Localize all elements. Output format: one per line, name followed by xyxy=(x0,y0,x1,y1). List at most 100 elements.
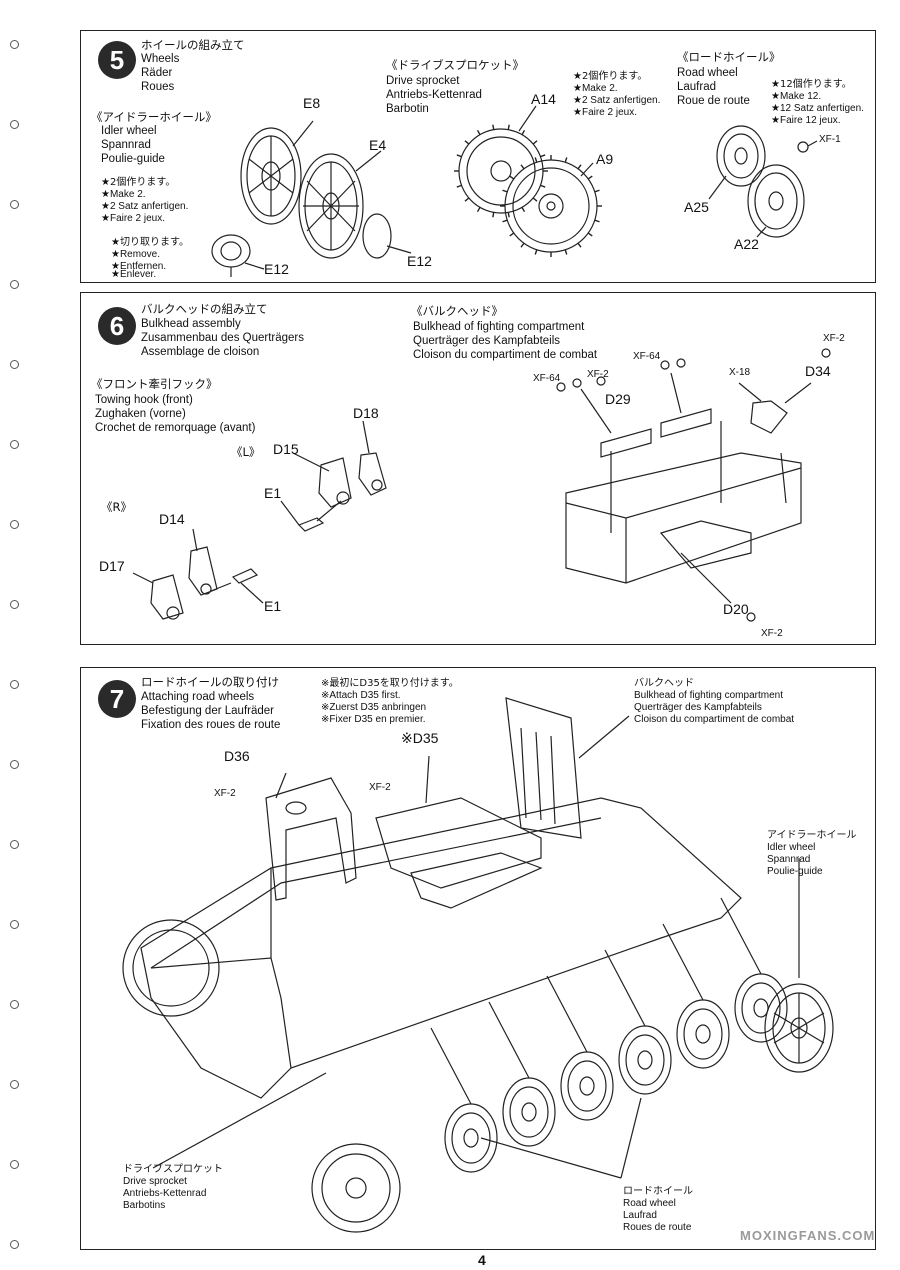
bulkhead-label: バルクヘッド xyxy=(634,678,694,689)
binder-hole xyxy=(10,760,19,769)
idler-label: Spannrad xyxy=(767,854,811,865)
d35-note: ※最初にD35を取り付けます。 xyxy=(321,678,459,689)
part-label: E12 xyxy=(407,253,432,269)
part-label: D29 xyxy=(605,391,631,407)
idler-make-note: ★Faire 2 jeux. xyxy=(101,213,165,224)
watermark: MOXINGFANS.COM xyxy=(740,1228,876,1243)
roadwheel-fr: Roue de route xyxy=(677,95,750,107)
roadwheel-make-note: ★Make 12. xyxy=(771,91,822,102)
step-7-illustration xyxy=(122,697,834,1233)
binder-hole xyxy=(10,1160,19,1169)
binder-hole xyxy=(10,680,19,689)
sprocket-make-note: ★2 Satz anfertigen. xyxy=(573,95,661,106)
binder-hole xyxy=(10,920,19,929)
sprocket-make-note: ★Make 2. xyxy=(573,83,618,94)
step-5-panel: 5 ホイールの組み立て Wheels Räder Roues 《アイドラーホイー… xyxy=(80,30,876,283)
part-label: E12 xyxy=(264,261,289,277)
paint-label: XF-1 xyxy=(819,134,841,145)
part-label: D36 xyxy=(224,748,250,764)
binder-holes xyxy=(0,0,30,1270)
bulkhead-en: Bulkhead of fighting compartment xyxy=(413,321,585,333)
step-number: 5 xyxy=(98,41,136,79)
paint-label: XF-2 xyxy=(761,628,783,639)
step-number: 7 xyxy=(98,680,136,718)
part-label: E8 xyxy=(303,95,321,111)
sprocket-make-note: ★2個作ります。 xyxy=(573,71,648,82)
left-side-label: 《L》 xyxy=(231,445,261,459)
part-label: D18 xyxy=(353,405,379,421)
roadwheel-make-note: ★12 Satz anfertigen. xyxy=(771,103,864,114)
part-label: ※D35 xyxy=(401,730,439,746)
step-title-jp: バルクヘッドの組み立て xyxy=(141,302,268,316)
roadwheel-label: Laufrad xyxy=(623,1210,657,1221)
part-label: X-18 xyxy=(729,367,751,378)
paint-label: XF-2 xyxy=(369,782,391,793)
binder-hole xyxy=(10,840,19,849)
towing-de: Zughaken (vorne) xyxy=(95,408,186,420)
paint-label: XF-2 xyxy=(587,369,609,380)
binder-hole xyxy=(10,360,19,369)
part-label: D20 xyxy=(723,601,749,617)
roadwheel-make-note: ★Faire 12 jeux. xyxy=(771,115,841,126)
sprocket-heading: 《ドライブスプロケット》 xyxy=(386,58,524,72)
binder-hole xyxy=(10,600,19,609)
sprocket-fr: Barbotin xyxy=(386,103,429,115)
step-5-illustration xyxy=(211,105,818,277)
remove-note: ★Remove. xyxy=(111,249,160,260)
part-label: A14 xyxy=(531,91,556,107)
paint-label: XF-2 xyxy=(823,333,845,344)
part-label: E1 xyxy=(264,485,282,501)
towing-en: Towing hook (front) xyxy=(95,394,193,406)
part-label: D34 xyxy=(805,363,831,379)
roadwheel-de: Laufrad xyxy=(677,81,717,93)
right-side-label: 《R》 xyxy=(101,500,132,514)
idler-label: アイドラーホイール xyxy=(767,830,857,841)
roadwheel-heading: 《ロードホイール》 xyxy=(677,50,781,64)
idler-make-note: ★2個作ります。 xyxy=(101,177,176,188)
step-title-fr: Fixation des roues de route xyxy=(141,719,281,731)
step-6-panel: 6 バルクヘッドの組み立て Bulkhead assembly Zusammen… xyxy=(80,292,876,645)
binder-hole xyxy=(10,1000,19,1009)
part-label: D14 xyxy=(159,511,185,527)
part-label: D15 xyxy=(273,441,299,457)
roadwheel-label: ロードホイール xyxy=(623,1186,693,1197)
sprocket-label: Barbotins xyxy=(123,1200,166,1211)
paint-label: XF-2 xyxy=(214,788,236,799)
idler-fr: Poulie-guide xyxy=(101,153,165,165)
step-title-fr: Roues xyxy=(141,81,175,93)
sprocket-label: Drive sprocket xyxy=(123,1176,187,1187)
towing-fr: Crochet de remorquage (avant) xyxy=(95,422,256,434)
step-6-illustration xyxy=(132,348,831,622)
part-label: E1 xyxy=(264,598,282,614)
step-title-jp: ホイールの組み立て xyxy=(141,38,245,52)
idler-make-note: ★2 Satz anfertigen. xyxy=(101,201,189,212)
binder-hole xyxy=(10,440,19,449)
d35-note: ※Zuerst D35 anbringen xyxy=(321,702,427,713)
binder-hole xyxy=(10,120,19,129)
bulkhead-label: Cloison du compartiment de combat xyxy=(634,714,795,725)
d35-note: ※Attach D35 first. xyxy=(321,690,401,701)
bulkhead-label: Querträger des Kampfabteils xyxy=(634,702,762,713)
page-number: 4 xyxy=(478,1252,486,1268)
remove-note: ★切り取ります。 xyxy=(111,237,189,248)
sprocket-make-note: ★Faire 2 jeux. xyxy=(573,107,637,118)
binder-hole xyxy=(10,280,19,289)
part-label: D17 xyxy=(99,558,125,574)
step-title-fr: Assemblage de cloison xyxy=(141,346,260,358)
idler-en: Idler wheel xyxy=(101,125,157,137)
remove-note: ★Entfernen. xyxy=(111,261,167,272)
step-title-en: Wheels xyxy=(141,53,180,65)
idler-de: Spannrad xyxy=(101,139,151,151)
idler-make-note: ★Make 2. xyxy=(101,189,146,200)
paint-label: XF-64 xyxy=(633,351,661,362)
bulkhead-heading: 《バルクヘッド》 xyxy=(411,304,503,318)
roadwheel-en: Road wheel xyxy=(677,67,738,79)
towing-heading: 《フロント牽引フック》 xyxy=(91,377,218,391)
sprocket-label: ドライブスプロケット xyxy=(123,1164,223,1175)
binder-hole xyxy=(10,200,19,209)
d35-note: ※Fixer D35 en premier. xyxy=(321,714,426,725)
step-title-en: Bulkhead assembly xyxy=(141,318,241,330)
step-number: 6 xyxy=(98,307,136,345)
part-label: A22 xyxy=(734,236,759,252)
remove-note: ★Enlever. xyxy=(111,269,157,280)
